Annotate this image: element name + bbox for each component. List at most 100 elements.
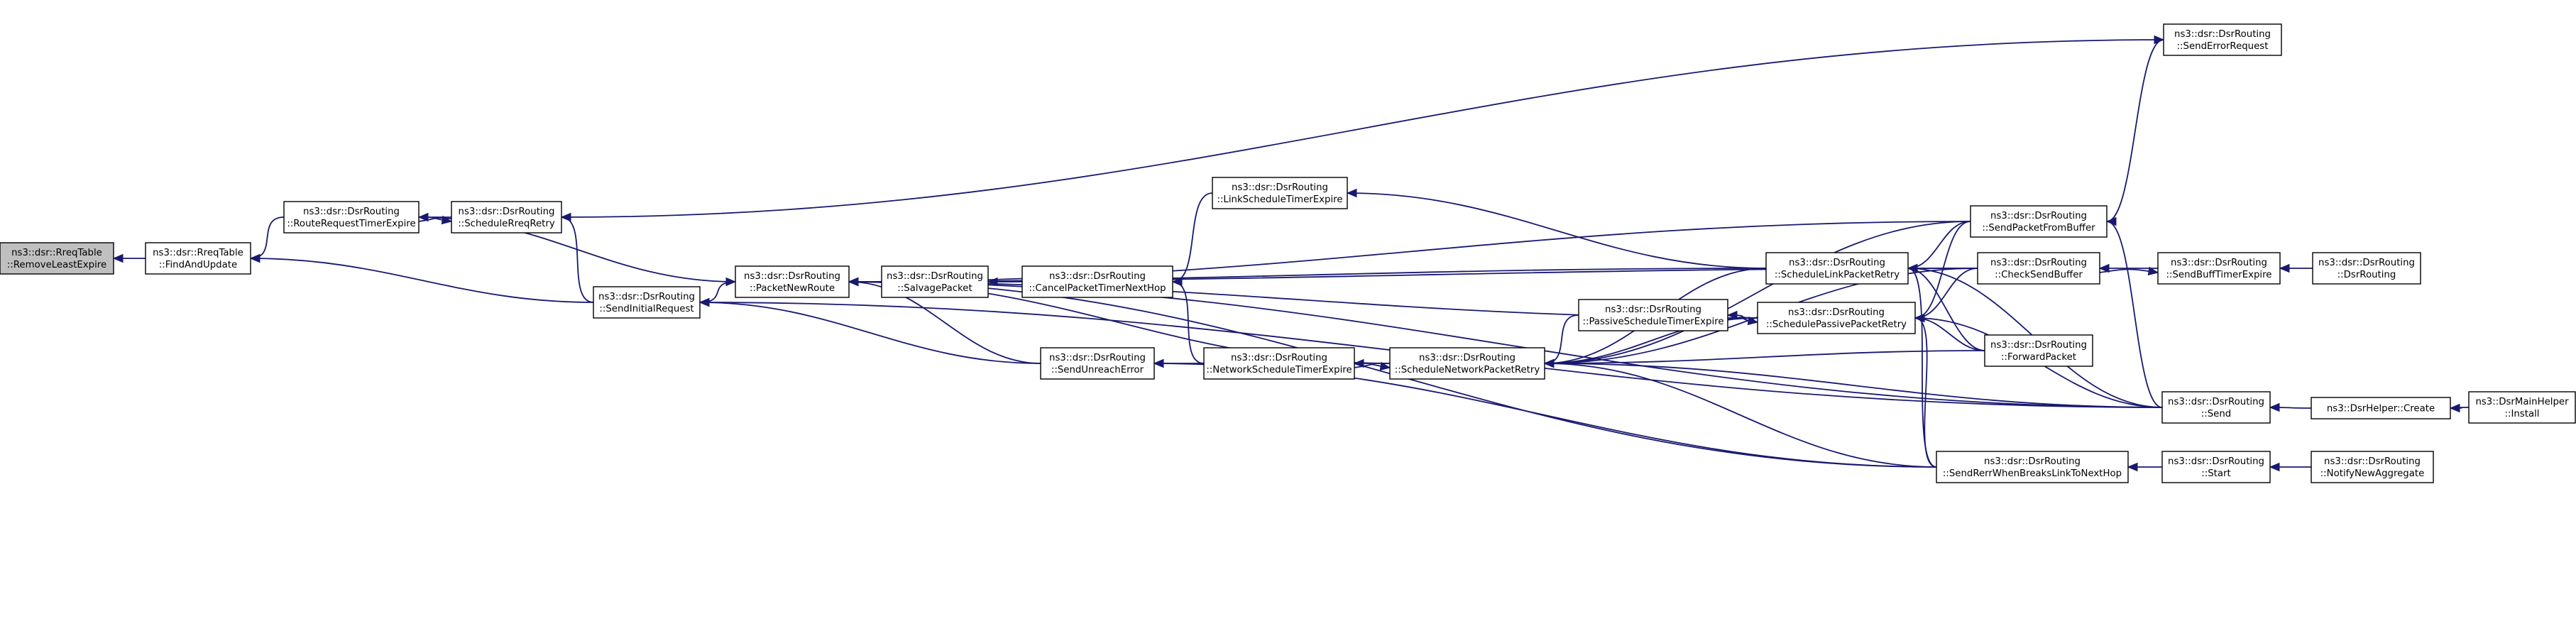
node-label: ::Send xyxy=(2201,409,2231,419)
arrowhead-icon xyxy=(987,277,998,287)
arrowhead-icon xyxy=(1353,358,1364,368)
node-box xyxy=(881,265,989,298)
node-label: ::SchedulePassivePacketRetry xyxy=(1766,319,1907,330)
arrowhead-icon xyxy=(2154,35,2165,45)
node-schedulereqretry[interactable]: ns3::dsr::DsrRouting::ScheduleRreqRetry xyxy=(451,201,562,234)
node-label: ns3::dsr::DsrRouting xyxy=(2171,258,2267,268)
arrowhead-icon xyxy=(2279,263,2290,273)
node-label: ns3::dsr::DsrRouting xyxy=(459,207,555,217)
node-start[interactable]: ns3::dsr::DsrRouting::Start xyxy=(2161,451,2271,483)
node-label: ns3::dsr::DsrRouting xyxy=(744,271,840,282)
node-sendunreacherror[interactable]: ns3::dsr::DsrRouting::SendUnreachError xyxy=(1040,347,1155,380)
node-box xyxy=(1578,299,1728,331)
node-schedulepassivepacketretry[interactable]: ns3::dsr::DsrRouting::SchedulePassivePac… xyxy=(1757,302,1916,334)
node-label: ns3::dsr::DsrRouting xyxy=(1231,353,1327,363)
arrowhead-icon xyxy=(1153,358,1164,368)
arrowhead-icon xyxy=(1914,313,1925,323)
node-passivescheduletimerexpire[interactable]: ns3::dsr::DsrRouting::PassiveScheduleTim… xyxy=(1578,299,1728,331)
edge-sendpacketfrombuffer-to-senderrorrequest xyxy=(2106,39,2164,222)
edge-routerequesttimerexpire-to-findandupdate xyxy=(250,216,285,259)
node-label: ns3::dsr::DsrRouting xyxy=(1419,353,1516,363)
node-checksendbuffer[interactable]: ns3::dsr::DsrRouting::CheckSendBuffer xyxy=(1977,252,2100,285)
edge-sendpacketfrombuffer-to-schedulenetworkpacketretry xyxy=(1544,221,1971,364)
arrowhead-icon xyxy=(1543,358,1555,368)
node-label: ns3::dsr::DsrRouting xyxy=(1049,271,1146,282)
node-label: ::NetworkScheduleTimerExpire xyxy=(1206,365,1352,375)
node-schedulenetworkpacketretry[interactable]: ns3::dsr::DsrRouting::ScheduleNetworkPac… xyxy=(1389,347,1545,380)
node-label: ::ForwardPacket xyxy=(2001,352,2076,363)
arrowhead-icon xyxy=(2105,216,2117,226)
node-packetnewroute[interactable]: ns3::dsr::DsrRouting::PacketNewRoute xyxy=(735,265,850,298)
node-box xyxy=(2157,252,2281,285)
node-senderrorrequest[interactable]: ns3::dsr::DsrRouting::SendErrorRequest xyxy=(2163,23,2282,56)
node-label: ns3::dsr::DsrRouting xyxy=(1990,340,2087,351)
node-networkscheduletimerexpire[interactable]: ns3::dsr::DsrRouting::NetworkScheduleTim… xyxy=(1203,347,1355,380)
node-label: ::SendPacketFromBuffer xyxy=(1982,223,2095,234)
node-label: ::SendBuffTimerExpire xyxy=(2166,270,2272,280)
arrowhead-icon xyxy=(1379,361,1391,371)
node-box xyxy=(2468,391,2576,424)
edge-layer xyxy=(112,35,2470,472)
node-box xyxy=(1212,177,1348,209)
node-dsrhelpercreate[interactable]: ns3::DsrHelper::Create xyxy=(2311,397,2451,419)
node-removeleastexpire[interactable]: ns3::dsr::RreqTable::RemoveLeastExpire xyxy=(0,242,114,275)
node-box xyxy=(1203,347,1355,380)
node-sendinitialrequest[interactable]: ns3::dsr::DsrRouting::SendInitialRequest xyxy=(593,286,701,319)
node-findandupdate[interactable]: ns3::dsr::RreqTable::FindAndUpdate xyxy=(145,242,251,275)
node-box xyxy=(1984,334,2093,367)
node-routerequesttimerexpire[interactable]: ns3::dsr::DsrRouting::RouteRequestTimerE… xyxy=(283,201,420,234)
edge-sendunreacherror-to-sendinitialrequest xyxy=(699,302,1041,364)
node-send[interactable]: ns3::dsr::DsrRouting::Send xyxy=(2161,391,2271,424)
node-label: ns3::dsr::DsrRouting xyxy=(1049,353,1146,363)
node-schedulelinkpacketretry[interactable]: ns3::dsr::DsrRouting::ScheduleLinkPacket… xyxy=(1765,252,1909,285)
node-label: ::CheckSendBuffer xyxy=(1995,270,2083,280)
arrowhead-icon xyxy=(1747,316,1759,326)
node-label: ::SendInitialRequest xyxy=(599,304,694,314)
node-label: ns3::dsr::DsrRouting xyxy=(887,271,983,282)
node-salvagepacket[interactable]: ns3::dsr::DsrRouting::SalvagePacket xyxy=(881,265,989,298)
node-label: ::PassiveScheduleTimerExpire xyxy=(1583,317,1724,327)
edge-passivescheduletimerexpire-to-schedulenetworkpacketretry xyxy=(1544,314,1579,364)
node-label: ns3::dsr::DsrRouting xyxy=(2168,397,2264,407)
node-sendrerrwhenbreakslinktonexthop[interactable]: ns3::dsr::DsrRouting::SendRerrWhenBreaks… xyxy=(1936,451,2129,483)
node-notifynewaggregate[interactable]: ns3::dsr::DsrRouting::NotifyNewAggregate xyxy=(2311,451,2434,483)
node-box xyxy=(145,242,251,275)
node-box xyxy=(2163,23,2282,56)
node-sendbufftimerexpire[interactable]: ns3::dsr::DsrRouting::SendBuffTimerExpir… xyxy=(2157,252,2281,285)
node-label: ns3::dsr::DsrRouting xyxy=(2324,456,2421,467)
arrowhead-icon xyxy=(1171,277,1183,287)
node-label: ::LinkScheduleTimerExpire xyxy=(1217,194,1342,205)
node-label: ns3::DsrMainHelper xyxy=(2475,397,2569,407)
node-box xyxy=(2311,397,2451,419)
edge-forwardpacket-to-schedulelinkpacketretry xyxy=(1907,268,1985,351)
arrowhead-icon xyxy=(698,297,710,307)
edge-sendinitialrequest-to-findandupdate xyxy=(250,258,594,303)
node-box xyxy=(1757,302,1916,334)
edge-send-to-sendpacketfrombuffer xyxy=(2106,221,2163,408)
node-label: ns3::dsr::DsrRouting xyxy=(1984,456,2081,467)
arrowhead-icon xyxy=(1907,263,1918,273)
arrowhead-icon xyxy=(2147,266,2159,276)
edge-sendpacketfrombuffer-to-schedulelinkpacketretry xyxy=(1907,221,1971,269)
node-label: ::ScheduleNetworkPacketRetry xyxy=(1395,365,1540,375)
edge-send-to-schedulenetworkpacketretry xyxy=(1544,363,2163,408)
node-cancelpackettimernexthop[interactable]: ns3::dsr::DsrRouting::CancelPacketTimerN… xyxy=(1021,265,1173,298)
arrowhead-icon xyxy=(112,253,124,263)
arrowhead-icon xyxy=(249,253,261,263)
edge-packetnewroute-to-sendinitialrequest xyxy=(699,281,736,303)
node-forwardpacket[interactable]: ns3::dsr::DsrRouting::ForwardPacket xyxy=(1984,334,2093,367)
node-dsrmainhelperinstall[interactable]: ns3::DsrMainHelper::Install xyxy=(2468,391,2576,424)
node-label: ns3::dsr::DsrRouting xyxy=(1232,182,1328,193)
node-label: ::SendUnreachError xyxy=(1051,365,1144,375)
node-box xyxy=(2161,391,2271,424)
node-label: ns3::dsr::DsrRouting xyxy=(1990,211,2087,221)
node-label: ns3::dsr::DsrRouting xyxy=(2318,258,2415,268)
node-label: ::SendRerrWhenBreaksLinkToNextHop xyxy=(1943,468,2122,479)
node-dsrrouting[interactable]: ns3::dsr::DsrRouting::DsrRouting xyxy=(2312,252,2421,285)
node-label: ::PacketNewRoute xyxy=(750,283,835,294)
node-label: ::ScheduleRreqRetry xyxy=(458,219,555,229)
node-linkscheduletimerexpire[interactable]: ns3::dsr::DsrRouting::LinkScheduleTimerE… xyxy=(1212,177,1348,209)
node-sendpacketfrombuffer[interactable]: ns3::dsr::DsrRouting::SendPacketFromBuff… xyxy=(1970,205,2108,238)
node-label: ns3::dsr::DsrRouting xyxy=(1788,307,1885,318)
